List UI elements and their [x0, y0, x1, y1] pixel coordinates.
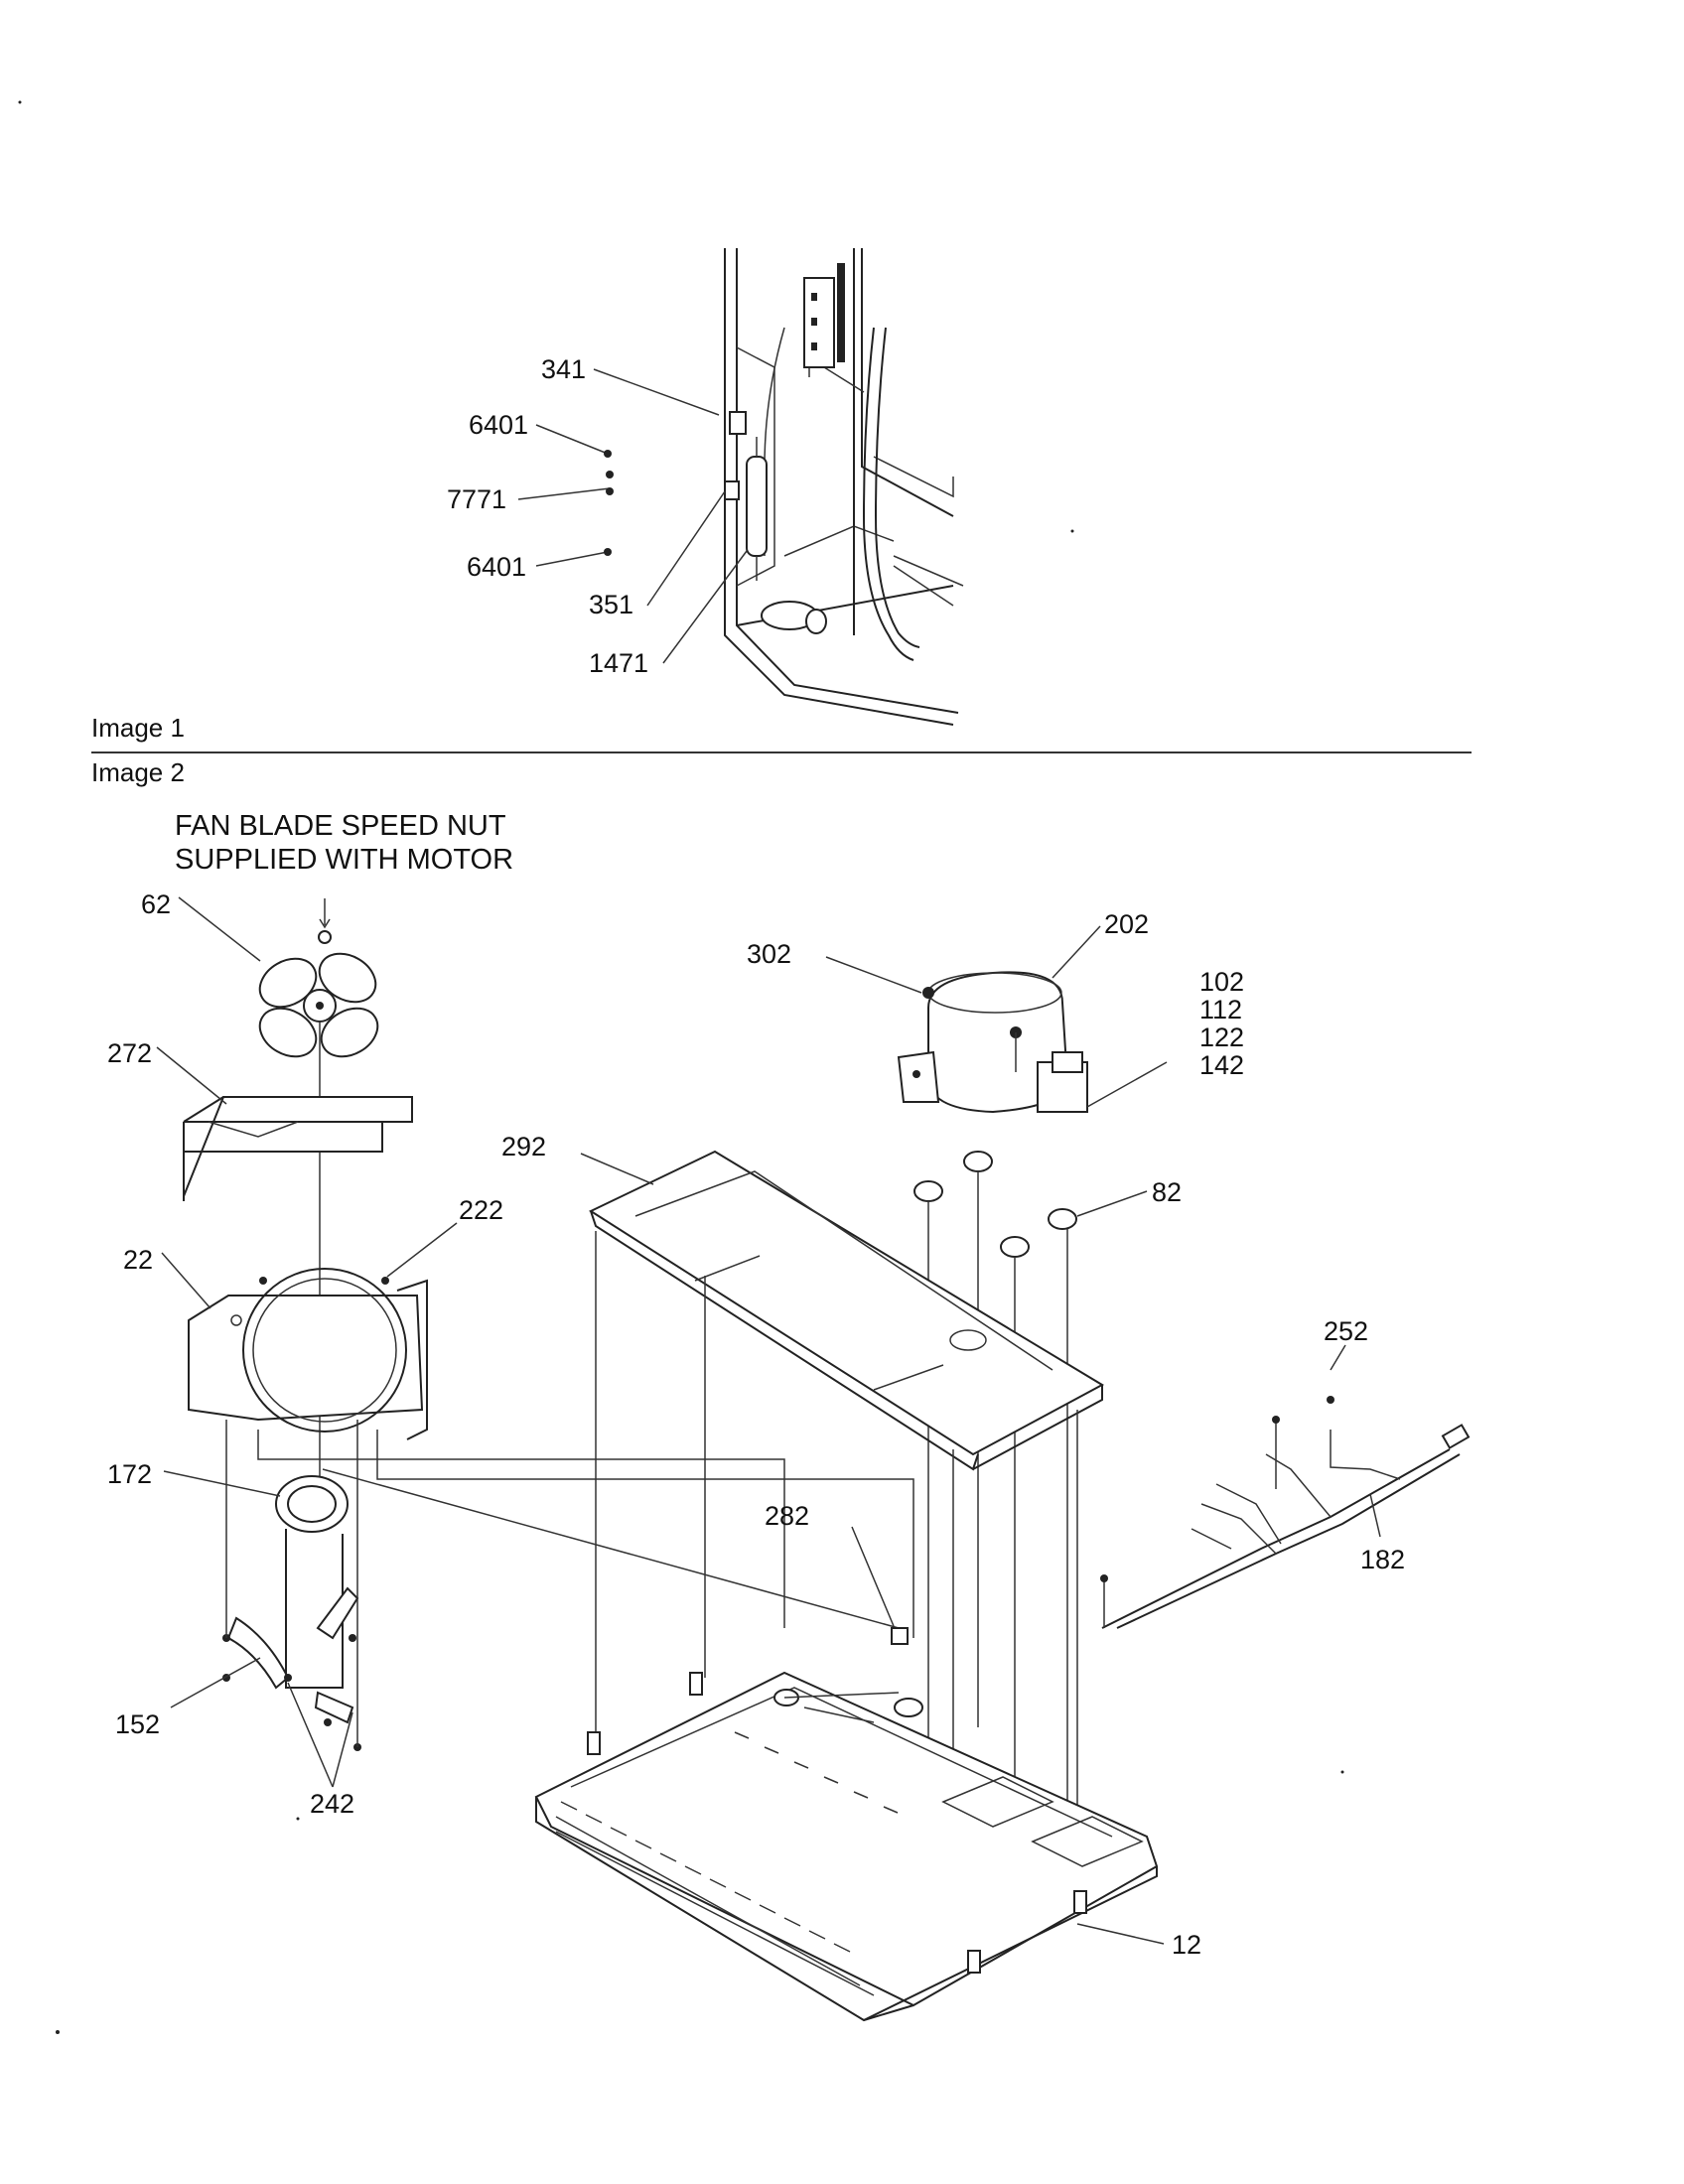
drier-cylinder: [746, 456, 768, 557]
cabinet-corner-view: 341 6401 7771 6401 351 1471: [447, 248, 964, 726]
callout-112: 112: [1199, 995, 1242, 1024]
image1-caption: Image 1: [91, 713, 185, 743]
callout-242: 242: [310, 1789, 354, 1819]
note-line-2: SUPPLIED WITH MOTOR: [175, 844, 514, 876]
screw-252: [1327, 1396, 1334, 1404]
callout-82: 82: [1152, 1177, 1182, 1207]
callout-182: 182: [1360, 1545, 1405, 1574]
callout-22: 22: [123, 1245, 153, 1275]
fan-blade: [258, 952, 379, 1058]
callout-102: 102: [1199, 967, 1244, 997]
section-divider: [91, 751, 1472, 753]
wire-harness-182: [1100, 1344, 1471, 1629]
speed-nut: [318, 930, 332, 944]
screw-6401-b: [604, 548, 612, 556]
screw-7771: [606, 487, 614, 495]
fan-assembly: [156, 896, 914, 1788]
terminal-block: [803, 263, 845, 368]
callout-7771: 7771: [447, 484, 506, 514]
motor-strap-242: [316, 1586, 359, 1640]
callout-222: 222: [459, 1195, 503, 1225]
callout-202: 202: [1104, 909, 1149, 939]
compressor-relay: [1037, 1051, 1088, 1113]
callout-142: 142: [1199, 1050, 1244, 1080]
callout-272: 272: [107, 1038, 152, 1068]
drier-clamp: [729, 411, 747, 435]
callout-292: 292: [501, 1132, 546, 1161]
drain-pan-292: [580, 1150, 1105, 1946]
fan-speed-nut-note: FAN BLADE SPEED NUT SUPPLIED WITH MOTOR: [175, 809, 513, 877]
callout-6401-b: 6401: [467, 552, 526, 582]
drier-bracket: [724, 480, 740, 500]
image2-caption: Image 2: [91, 757, 185, 787]
grommets-82: [913, 1151, 1077, 1258]
fan-motor: [275, 1475, 349, 1689]
fan-shroud: [183, 1096, 413, 1201]
callout-302: 302: [747, 939, 791, 969]
callout-12: 12: [1172, 1930, 1201, 1960]
callout-351: 351: [589, 590, 633, 619]
callout-341: 341: [541, 354, 586, 384]
callout-122: 122: [1199, 1023, 1244, 1052]
screw-6401-a: [604, 450, 612, 458]
defrost-heater-282: [773, 1627, 923, 1723]
condenser-base-12: [534, 1526, 1165, 2022]
callout-62: 62: [141, 889, 171, 919]
callout-6401-a: 6401: [469, 410, 528, 440]
callout-172: 172: [107, 1459, 152, 1489]
motor-strap-152: [226, 1616, 290, 1690]
fan-bracket: [188, 1268, 428, 1440]
callout-282: 282: [765, 1501, 809, 1531]
screw-222: [381, 1277, 389, 1285]
condenser-coil: [555, 1731, 899, 1986]
callout-152: 152: [115, 1709, 160, 1739]
compressor-assembly: [825, 925, 1168, 1886]
callout-1471: 1471: [589, 648, 648, 678]
note-line-1: FAN BLADE SPEED NUT: [175, 810, 506, 842]
callout-252: 252: [1324, 1316, 1368, 1346]
